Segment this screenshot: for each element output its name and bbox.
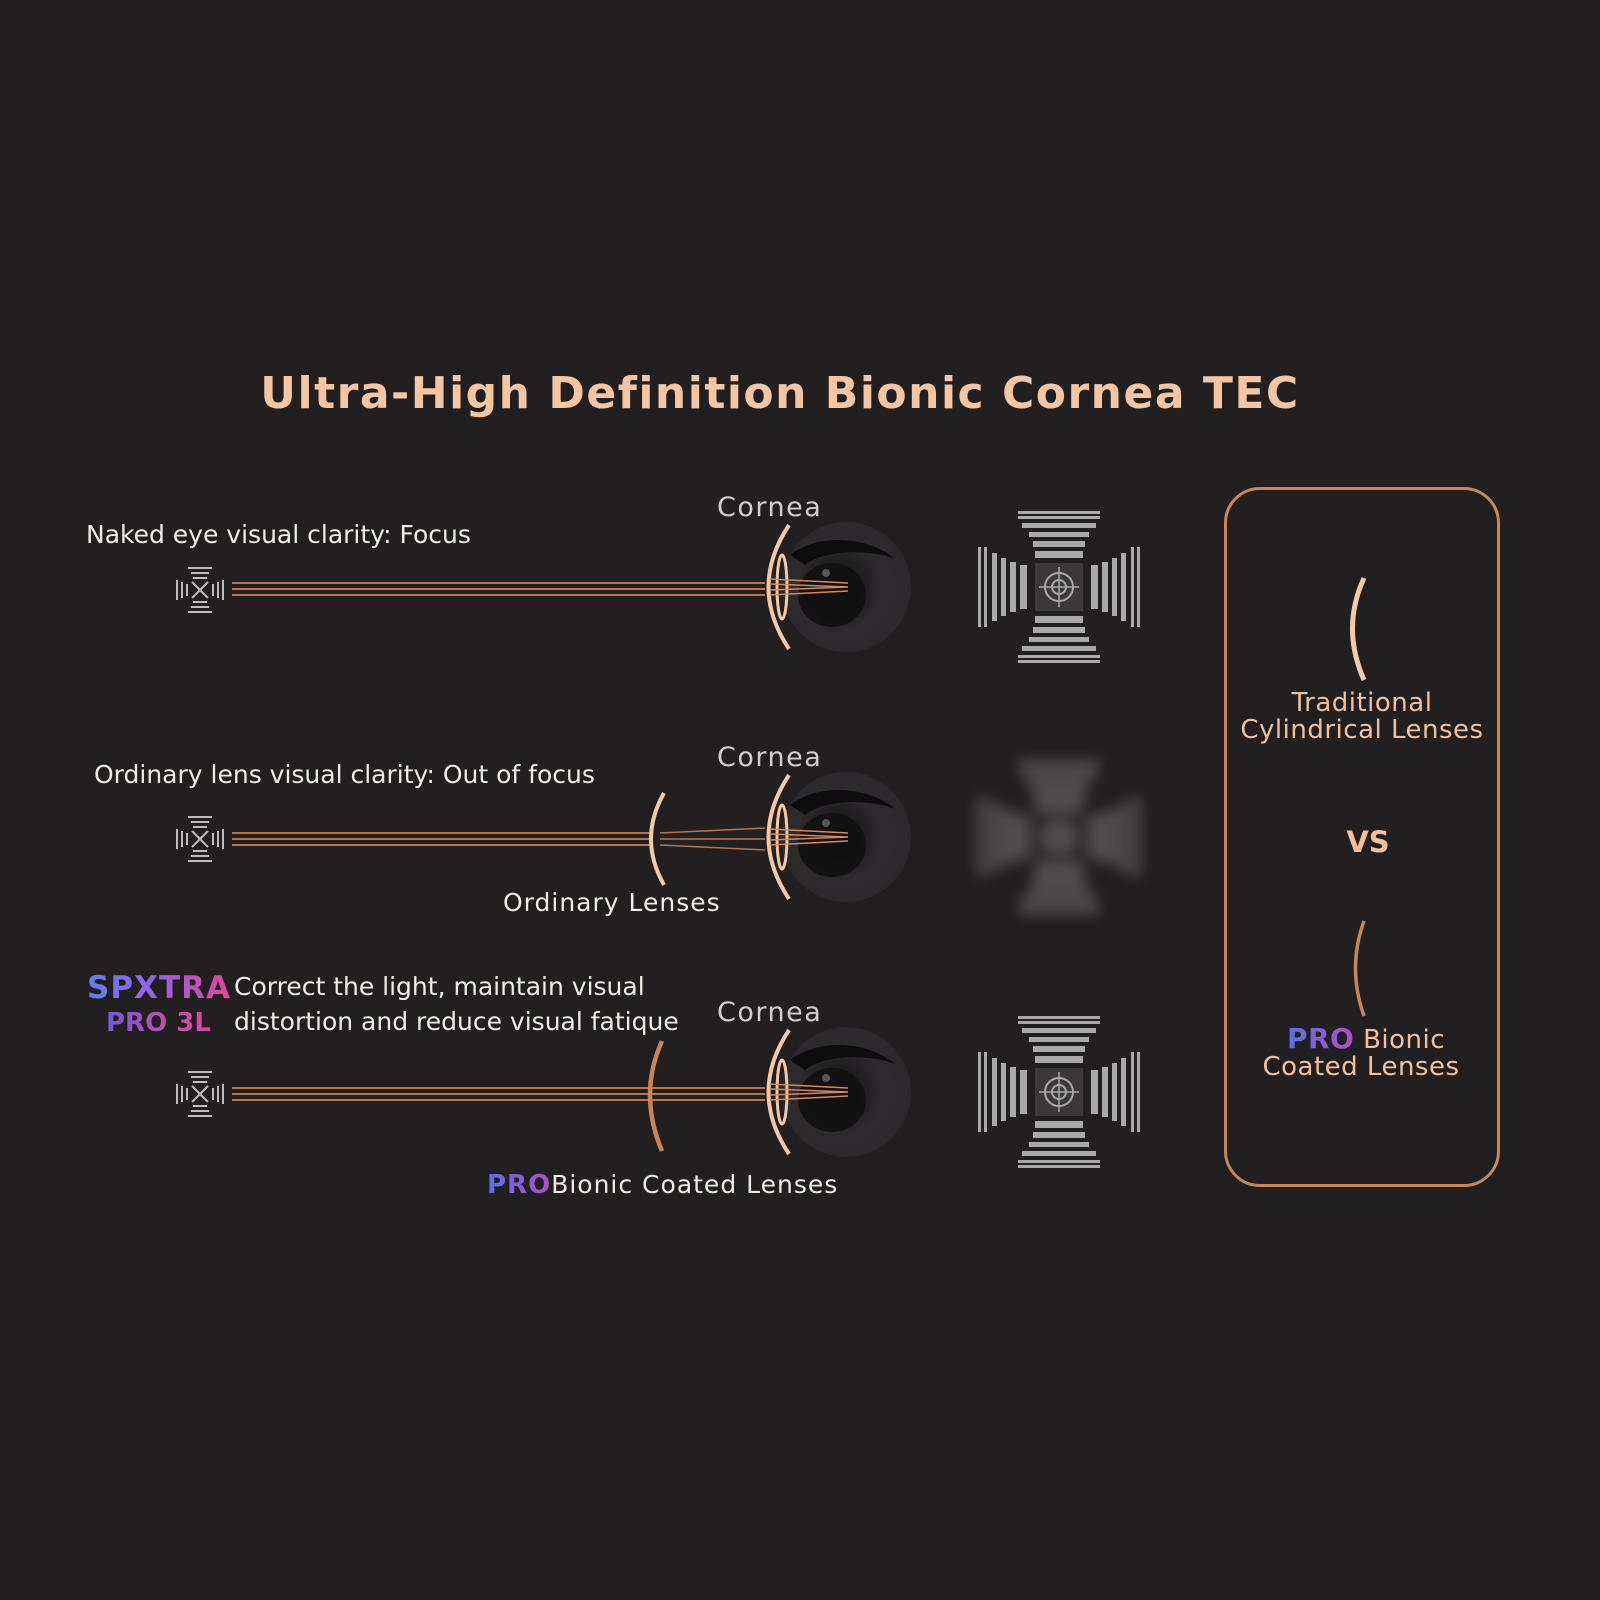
traditional-lens-icon — [1350, 576, 1367, 682]
brand-logo-spxtra: SPXTRA — [87, 970, 231, 1006]
brand-logo-pro3l: PRO 3L — [106, 1008, 211, 1038]
row3-label-line2: distortion and reduce visual fatique — [234, 1007, 679, 1036]
row3-label-line1: Correct the light, maintain visual — [234, 972, 645, 1001]
traditional-lens-label-line2: Cylindrical Lenses — [1240, 715, 1484, 745]
bionic-lens-label-line2: Coated Lenses — [1262, 1052, 1460, 1082]
row1-cornea-label: Cornea — [717, 492, 823, 523]
row2-source-target-icon — [175, 815, 225, 863]
traditional-lens-label-line1: Traditional — [1291, 688, 1433, 718]
traditional-lens-label: Traditional Cylindrical Lenses — [1224, 690, 1500, 744]
row1-label: Naked eye visual clarity: Focus — [86, 520, 471, 549]
row3-lens-label-text: Bionic Coated Lenses — [551, 1170, 839, 1199]
bionic-lens-label: PRO Bionic Coated Lenses — [1230, 1025, 1492, 1081]
row2-ordinary-lens-icon — [649, 792, 666, 886]
row1-focused-target-icon — [977, 510, 1141, 664]
page-title: Ultra-High Definition Bionic Cornea TEC — [260, 368, 1300, 419]
bionic-lens-label-line1: Bionic — [1363, 1025, 1446, 1055]
row3-light-rays — [232, 1087, 765, 1101]
comparison-panel — [1224, 487, 1500, 1187]
bionic-lens-icon — [1353, 920, 1366, 1017]
row1-light-rays — [232, 582, 765, 596]
row1-source-target-icon — [175, 566, 225, 614]
row2-lens-label: Ordinary Lenses — [503, 888, 721, 917]
row3-source-target-icon — [175, 1070, 225, 1118]
row3-eye-icon — [766, 1025, 913, 1159]
row2-label: Ordinary lens visual clarity: Out of foc… — [94, 760, 595, 789]
row3-cornea-label: Cornea — [717, 997, 823, 1028]
vs-label: VS — [1346, 825, 1390, 859]
row2-eye-icon — [766, 770, 913, 904]
row3-bionic-lens-icon — [647, 1040, 665, 1152]
bionic-lens-label-brand: PRO — [1286, 1022, 1355, 1055]
row2-light-rays — [232, 832, 652, 846]
row3-focused-target-icon — [977, 1015, 1141, 1169]
row1-eye-icon — [766, 520, 913, 654]
row3-lens-label-brand: PRO — [487, 1170, 552, 1200]
row3-lens-label: PROBionic Coated Lenses — [487, 1170, 838, 1200]
row2-blurred-target-icon — [977, 760, 1141, 914]
row2-cornea-label: Cornea — [717, 742, 823, 773]
